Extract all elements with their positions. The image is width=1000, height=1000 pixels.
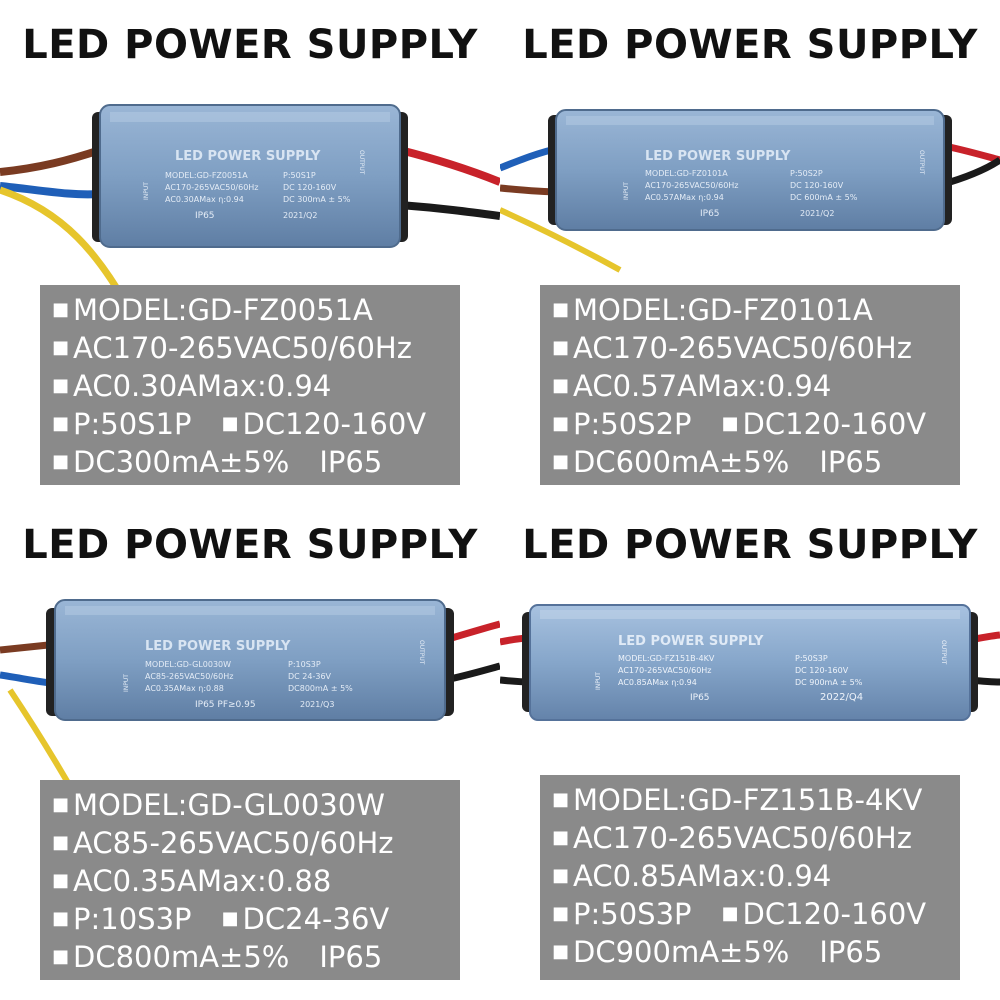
- product-panel-3: LED POWER SUPPLY LED POWER SUPPLY MODEL:…: [0, 500, 500, 1000]
- label-config: P:10S3P: [288, 660, 321, 669]
- spec-output: DC300mA±5%: [73, 445, 290, 479]
- label-input-side: INPUT: [623, 182, 630, 200]
- spec-config: P:10S3P: [73, 902, 192, 936]
- brown-wire: [0, 146, 102, 176]
- power-supply-photo: LED POWER SUPPLY MODEL:GD-FZ151B-4KV AC1…: [500, 604, 1000, 721]
- spec-voltage: DC120-160V: [242, 407, 427, 441]
- label-rating: IP65: [690, 693, 710, 703]
- power-supply-photo: LED POWER SUPPLY MODEL:GD-GL0030W AC85-2…: [0, 599, 500, 808]
- spec-input: AC170-265VAC50/60Hz: [573, 331, 912, 365]
- label-input: AC85-265VAC50/60Hz: [145, 672, 233, 681]
- label-rating: IP65 PF≥0.95: [195, 700, 256, 710]
- label-model: MODEL:GD-GL0030W: [145, 660, 231, 669]
- label-output-current: DC 300mA ± 5%: [283, 195, 351, 204]
- label-input: AC170-265VAC50/60Hz: [645, 181, 739, 190]
- spec-voltage: DC120-160V: [742, 897, 927, 931]
- label-brand: LED POWER SUPPLY: [645, 149, 791, 164]
- spec-model: MODEL:GD-FZ0101A: [573, 293, 873, 327]
- spec-panel: ■MODEL:GD-FZ0051A ■AC170-265VAC50/60Hz ■…: [40, 285, 460, 485]
- label-input: AC170-265VAC50/60Hz: [165, 183, 259, 192]
- panel-heading: LED POWER SUPPLY: [22, 22, 478, 68]
- spec-config: P:50S2P: [573, 407, 692, 441]
- label-current: AC0.30AMax η:0.94: [165, 195, 244, 204]
- red-wire: [399, 146, 500, 186]
- label-output-voltage: DC 120-160V: [795, 666, 849, 675]
- spec-voltage: DC120-160V: [742, 407, 927, 441]
- spec-config: P:50S3P: [573, 897, 692, 931]
- label-output-voltage: DC 120-160V: [283, 183, 337, 192]
- label-output-current: DC800mA ± 5%: [288, 684, 353, 693]
- label-input: AC170-265VAC50/60Hz: [618, 666, 712, 675]
- blue-wire: [0, 182, 101, 199]
- panel-heading: LED POWER SUPPLY: [22, 522, 478, 568]
- label-model: MODEL:GD-FZ0101A: [645, 169, 728, 178]
- spec-model: MODEL:GD-FZ0051A: [73, 293, 373, 327]
- label-input-side: INPUT: [143, 182, 150, 200]
- label-date: 2021/Q2: [283, 211, 317, 220]
- spec-rating: IP65: [319, 940, 383, 974]
- spec-panel: ■MODEL:GD-FZ0101A ■AC170-265VAC50/60Hz ■…: [540, 285, 960, 485]
- product-panel-4: LED POWER SUPPLY LED POWER SUPPLY MODEL:…: [500, 500, 1000, 1000]
- label-config: P:50S3P: [795, 654, 828, 663]
- product-panel-2: LED POWER SUPPLY LED POWER SUPPLY MODEL:…: [500, 0, 1000, 500]
- spec-rating: IP65: [819, 445, 883, 479]
- power-supply-photo: LED POWER SUPPLY MODEL:GD-FZ0051A AC170-…: [0, 104, 500, 332]
- spec-current: AC0.57AMax:0.94: [573, 369, 832, 403]
- label-rating: IP65: [700, 209, 720, 219]
- power-supply-photo: LED POWER SUPPLY MODEL:GD-FZ0101A AC170-…: [500, 109, 1000, 273]
- spec-voltage: DC24-36V: [242, 902, 390, 936]
- label-output-voltage: DC 120-160V: [790, 181, 844, 190]
- label-model: MODEL:GD-FZ151B-4KV: [618, 654, 715, 663]
- spec-input: AC170-265VAC50/60Hz: [73, 331, 412, 365]
- spec-current: AC0.35AMax:0.88: [73, 864, 332, 898]
- spec-panel: ■MODEL:GD-FZ151B-4KV ■AC170-265VAC50/60H…: [540, 775, 960, 980]
- spec-rating: IP65: [819, 935, 883, 969]
- label-output-side: OUTPUT: [418, 640, 425, 665]
- label-config: P:50S2P: [790, 169, 823, 178]
- panel-heading: LED POWER SUPPLY: [522, 22, 978, 68]
- label-current: AC0.35AMax η:0.88: [145, 684, 224, 693]
- spec-config: P:50S1P: [73, 407, 192, 441]
- yellow-wire: [500, 207, 622, 273]
- label-current: AC0.57AMax η:0.94: [645, 193, 724, 202]
- black-wire: [399, 201, 500, 220]
- spec-output: DC600mA±5%: [573, 445, 790, 479]
- spec-input: AC170-265VAC50/60Hz: [573, 821, 912, 855]
- label-brand: LED POWER SUPPLY: [618, 634, 764, 649]
- label-input-side: INPUT: [123, 674, 130, 692]
- label-brand: LED POWER SUPPLY: [145, 639, 291, 654]
- spec-output: DC900mA±5%: [573, 935, 790, 969]
- panel-heading: LED POWER SUPPLY: [522, 522, 978, 568]
- label-output-voltage: DC 24-36V: [288, 672, 332, 681]
- spec-input: AC85-265VAC50/60Hz: [73, 826, 394, 860]
- label-rating: IP65: [195, 211, 215, 221]
- spec-current: AC0.85AMax:0.94: [573, 859, 832, 893]
- spec-current: AC0.30AMax:0.94: [73, 369, 332, 403]
- label-output-current: DC 900mA ± 5%: [795, 678, 863, 687]
- spec-panel: ■MODEL:GD-GL0030W ■AC85-265VAC50/60Hz ■A…: [40, 780, 460, 980]
- product-panel-1: LED POWER SUPPLY LED POWER SUPPLY MODEL:…: [0, 0, 500, 500]
- spec-model: MODEL:GD-GL0030W: [73, 788, 385, 822]
- label-config: P:50S1P: [283, 171, 316, 180]
- spec-rating: IP65: [319, 445, 383, 479]
- label-output-current: DC 600mA ± 5%: [790, 193, 858, 202]
- label-output-side: OUTPUT: [358, 150, 365, 175]
- spec-model: MODEL:GD-FZ151B-4KV: [573, 783, 923, 817]
- label-date: 2021/Q2: [800, 209, 834, 218]
- label-output-side: OUTPUT: [918, 150, 925, 175]
- label-date: 2022/Q4: [820, 692, 863, 703]
- spec-output: DC800mA±5%: [73, 940, 290, 974]
- label-date: 2021/Q3: [300, 700, 334, 709]
- label-output-side: OUTPUT: [940, 640, 947, 665]
- label-model: MODEL:GD-FZ0051A: [165, 171, 248, 180]
- label-current: AC0.85AMax η:0.94: [618, 678, 697, 687]
- label-brand: LED POWER SUPPLY: [175, 149, 321, 164]
- label-input-side: INPUT: [595, 672, 602, 690]
